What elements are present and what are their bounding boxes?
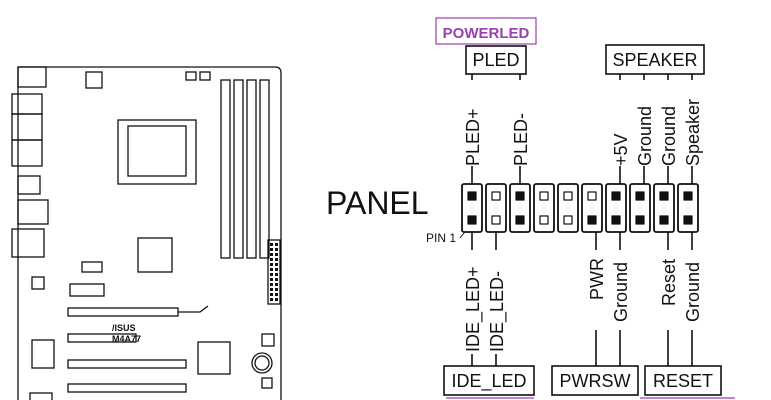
header-pin-used [515,215,525,225]
pled-title-box [465,45,527,75]
header-pin-used [515,191,525,201]
mask [485,250,507,354]
mask [609,80,631,166]
mask [633,80,655,166]
header-pin-unused [539,215,549,225]
atx-pin [275,258,278,261]
atx-pin [270,263,273,266]
atx-pin [275,298,278,301]
header-pin-pair [581,183,603,233]
speaker-title-box [605,44,705,75]
pin-label-plus5v: +5V [611,133,631,166]
pin-label-ide-led-plus: IDE_LED+ [463,266,484,352]
pled-title: PLED [472,50,519,70]
header-pin-pair [485,183,507,233]
header-pin-used [659,215,669,225]
atx-pin [270,248,273,251]
pwrsw-title: PWRSW [560,371,631,391]
atx-pin [275,288,278,291]
header-pin-pair [677,183,699,233]
mask [681,80,703,166]
atx-pin [275,293,278,296]
header-pin-unused [539,191,549,201]
atx-pin [275,283,278,286]
mask [461,250,483,354]
header-pin-unused [563,191,573,201]
header-pin-used [587,215,597,225]
pin-label-speaker-ground-1: Ground [635,106,655,166]
header-pin-unused [563,215,573,225]
mask [657,80,679,166]
atx-pin [270,268,273,271]
atx-pins [270,243,278,301]
motherboard-outline [11,66,282,400]
pin-label-pwr-ground: Ground [611,262,631,322]
pin-label-pled-plus: PLED+ [463,108,483,166]
pin-label-ide-led-minus: IDE_LED- [487,271,508,352]
atx-pin [270,298,273,301]
mask [657,250,679,330]
board-model: M4A77 [112,334,141,344]
mask [508,80,532,166]
atx-pin [275,278,278,281]
atx-pin [270,283,273,286]
header-pin-pair [533,183,555,233]
header-pin-pair [605,183,627,233]
atx-pin [270,258,273,261]
atx-pin [275,253,278,256]
pin-label-speaker: Speaker [683,99,703,166]
header-pin-pair [629,183,651,233]
atx-pin [275,268,278,271]
header-pin-pair [653,183,675,233]
powerled-callout: POWERLED [443,25,530,42]
header-pin-unused [491,215,501,225]
header-pin-used [635,215,645,225]
atx-pin [270,293,273,296]
atx-pin [275,248,278,251]
atx-pin [275,263,278,266]
powerled-callout-box [435,17,537,45]
reset-title: RESET [653,371,713,391]
header-pin-used [467,191,477,201]
mask [460,80,484,166]
header-pin-pair [557,183,579,233]
ide-led-title: IDE_LED [451,371,526,392]
panel-label: PANEL [326,185,429,221]
pin1-label: PIN 1 [426,231,456,245]
mask [585,250,607,330]
pin-label-speaker-ground-2: Ground [659,106,679,166]
header-pin-used [611,191,621,201]
header-pin-used [467,215,477,225]
atx-pin [275,273,278,276]
pwrsw-title-box [551,365,639,396]
header-pin-used [659,191,669,201]
reset-title-box [644,365,722,396]
header-pin-unused [491,191,501,201]
atx-pin [270,278,273,281]
header-pin-used [611,215,621,225]
header-pin-used [683,215,693,225]
board-brand: /ISUS [112,323,136,333]
pin-label-pwr: PWR [587,258,607,300]
pin-label-reset-ground: Ground [683,262,703,322]
panel-header [461,183,699,233]
atx-pin [270,288,273,291]
ide-led-title-box [443,365,535,396]
mask [609,250,631,330]
header-pin-unused [587,191,597,201]
atx-pin [270,253,273,256]
mask [681,250,703,330]
speaker-title: SPEAKER [612,50,697,70]
atx-pin [270,273,273,276]
pin-label-reset: Reset [659,259,679,306]
atx-pin [275,243,278,246]
atx-pin [270,243,273,246]
header-pin-used [635,191,645,201]
header-pin-used [683,191,693,201]
header-pin-pair [509,183,531,233]
pin-label-pled-minus: PLED- [511,113,531,166]
header-pin-pair [461,183,483,233]
